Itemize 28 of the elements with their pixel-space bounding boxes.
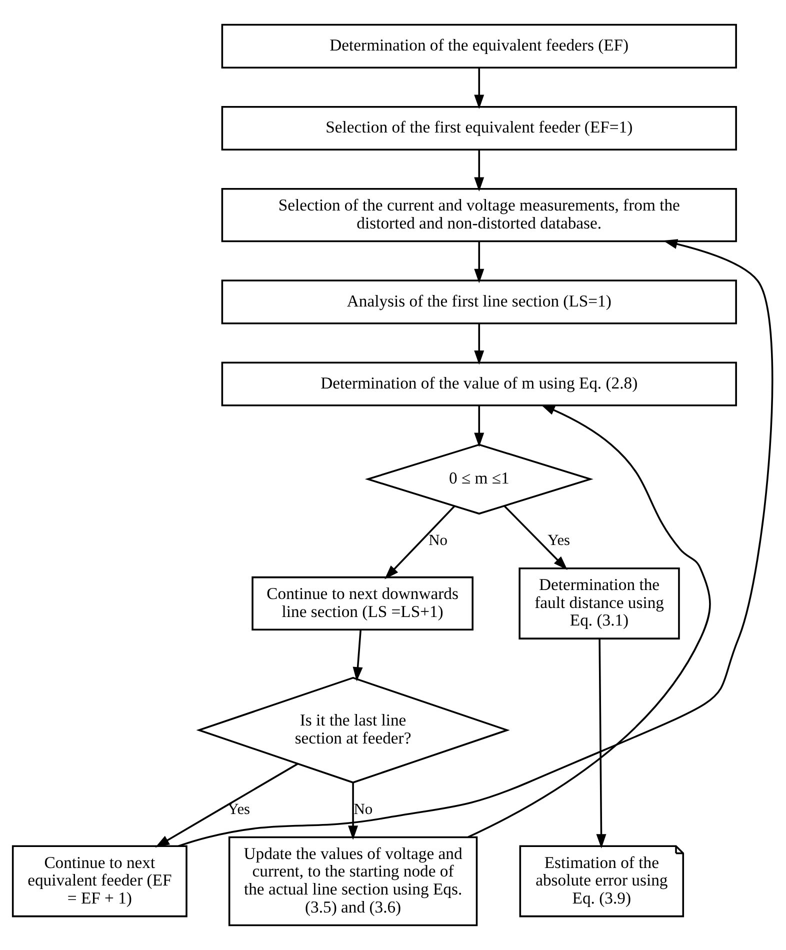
arrow	[348, 782, 358, 840]
node-diamond: Is it the last line section at feeder?	[196, 676, 510, 784]
node-box: Selection of the first equivalent feeder (EF=1)	[221, 106, 737, 151]
arrow	[474, 68, 484, 110]
arrow	[384, 506, 456, 580]
edge-label: No	[428, 532, 448, 550]
edge-label: Yes	[228, 800, 250, 818]
arrow	[596, 638, 606, 848]
arrow	[155, 763, 298, 848]
node-diamond: 0 ≤ m ≤1	[364, 444, 594, 515]
node-box: Continue to next equivalent feeder (EF = EF + 1)	[12, 845, 188, 918]
arrow	[178, 239, 774, 847]
node-box: Selection of the current and voltage measurements, from the distorted and non-distorted database.	[221, 188, 737, 242]
arrow	[468, 404, 711, 838]
node-box: Determination of the equivalent feeders (EF)	[221, 24, 737, 68]
arrow	[474, 150, 484, 192]
arrow	[474, 324, 484, 365]
arrow	[474, 242, 484, 284]
arrow	[504, 506, 568, 570]
node-box: Continue to next downwards line section (LS =LS+1)	[252, 576, 474, 631]
arrow	[352, 630, 363, 682]
node-box: Determination the fault distance using Eq. (3.1)	[518, 567, 680, 640]
edge-label: No	[354, 800, 373, 818]
edge-label: Yes	[548, 532, 570, 550]
arrow	[474, 406, 484, 448]
node-box: Determination of the value of m using Eq. (2.8)	[221, 362, 737, 406]
node-box: Update the values of voltage and current, to the starting node of the actual line section using Eqs. (3.5) and (3.6)	[228, 836, 478, 926]
node-box: Analysis of the first line section (LS=1)	[221, 280, 737, 324]
